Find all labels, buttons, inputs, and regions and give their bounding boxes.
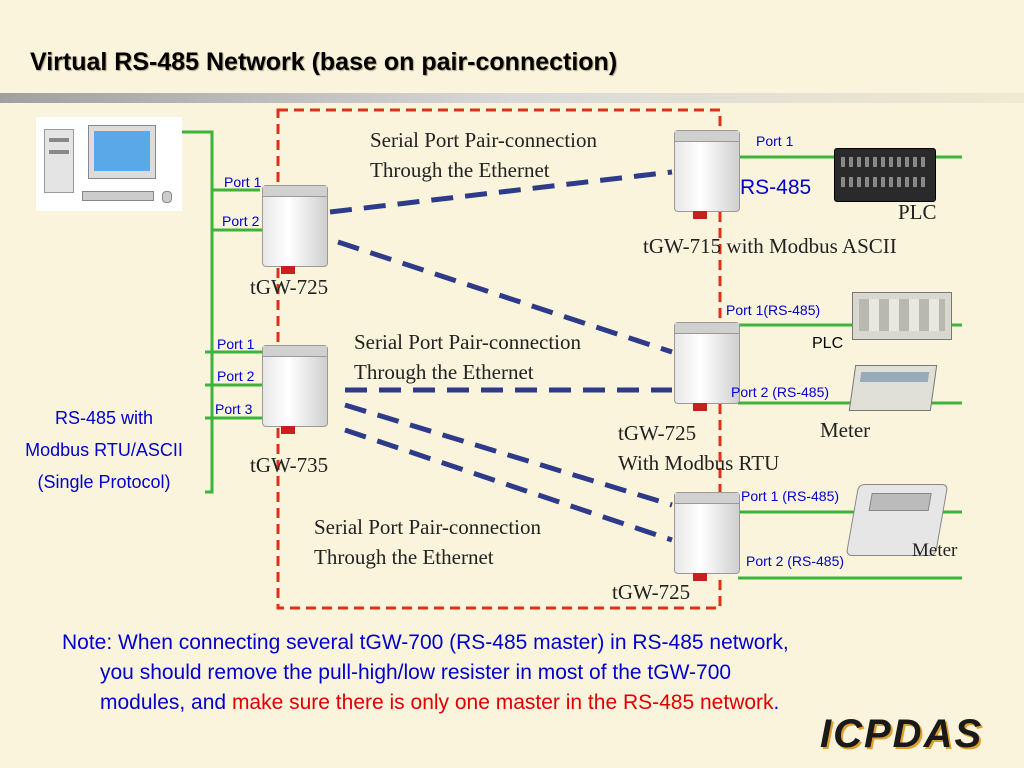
meter-icon [848,365,938,411]
pair-connections [329,169,673,543]
tgw735-name: tGW-735 [250,453,329,477]
tgw725-mid-device [674,322,740,411]
tgw725-mid-meter-label: Meter [820,418,871,442]
pair-label-bottom: Serial Port Pair-connection Through the … [314,515,542,569]
tgw735-port3: Port 3 [215,401,253,417]
tgw725-mid-port2: Port 2 (RS-485) [731,384,830,400]
tgw725-left-device [262,185,328,274]
tgw725-bottom-port1: Port 1 (RS-485) [741,488,840,504]
tgw715-plc-label: PLC [898,200,937,224]
tgw715-bus-label: RS-485 [740,176,812,199]
tgw725-bottom-port2: Port 2 (RS-485) [746,553,845,569]
pc-image [36,117,182,211]
monitor-icon [88,125,156,179]
pc-tower-icon [44,129,74,193]
keyboard-icon [82,191,154,201]
tgw725-mid-port1: Port 1(RS-485) [726,302,821,318]
tgw725-bottom-name: tGW-725 [612,580,691,604]
tgw715-device [674,130,740,219]
tgw725-mid-plc-label: PLC [812,335,844,352]
tgw735-device [262,345,328,434]
title-divider [0,93,1024,103]
plc-icon [834,148,936,202]
pair-label-top: Serial Port Pair-connection Through the … [370,128,598,182]
tgw725-bottom-device [674,492,740,581]
tgw725-left-name: tGW-725 [250,275,329,299]
rs485-left-label: RS-485 with Modbus RTU/ASCII (Single Pro… [25,408,183,492]
plc-rack-icon [852,292,952,340]
tgw735-port1: Port 1 [217,336,255,352]
note-text: Note: When connecting several tGW-700 (R… [62,631,789,714]
tgw725-left-port1: Port 1 [224,174,262,190]
page-title: Virtual RS-485 Network (base on pair-con… [30,48,618,76]
icpdas-logo: ICPDAS [820,712,984,756]
tgw725-mid-name: tGW-725 With Modbus RTU [618,421,780,475]
tgw725-bottom-meter-label: Meter [912,540,958,561]
tgw715-port1: Port 1 [756,133,794,149]
tgw725-left-port2: Port 2 [222,213,260,229]
tgw715-name: tGW-715 with Modbus ASCII [643,234,897,258]
tgw735-port2: Port 2 [217,368,255,384]
mouse-icon [162,191,172,203]
pair-label-middle: Serial Port Pair-connection Through the … [354,330,582,384]
